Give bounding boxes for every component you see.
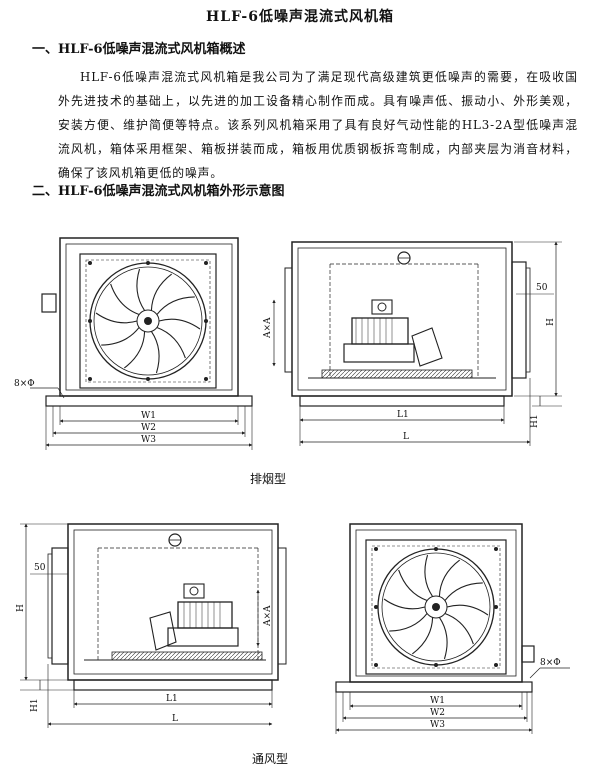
exhaust-bolt-label: 8×Φ xyxy=(14,379,35,389)
exhaust-w1-label: W1 xyxy=(141,411,156,421)
ventilation-50-label: 50 xyxy=(34,563,46,573)
exhaust-50-label: 50 xyxy=(536,283,548,293)
exhaust-l1-label: L1 xyxy=(397,410,409,420)
section-heading-diagrams: 二、HLF-6低噪声混流式风机箱外形示意图 xyxy=(32,184,285,199)
ventilation-h-label: H xyxy=(16,604,26,612)
ventilation-w2-label: W2 xyxy=(430,708,445,718)
exhaust-w2-label: W2 xyxy=(141,423,156,433)
ventilation-l1-label: L1 xyxy=(166,694,178,704)
ventilation-w3-label: W3 xyxy=(430,720,445,730)
exhaust-h1-label: H1 xyxy=(530,414,540,428)
exhaust-w3-label: W3 xyxy=(141,435,156,445)
ventilation-side-view: A×A 50 H H1 L1 L xyxy=(16,523,287,728)
ventilation-axa-label: A×A xyxy=(263,605,273,627)
overview-paragraph: HLF-6低噪声混流式风机箱是我公司为了满足现代高级建筑更低噪声的需要，在吸收国… xyxy=(58,70,578,180)
exhaust-l-label: L xyxy=(403,432,409,442)
ventilation-front-view: 8×Φ W1 W2 W3 xyxy=(335,523,570,734)
ventilation-w1-label: W1 xyxy=(430,696,445,706)
ventilation-type-caption: 通风型 xyxy=(252,752,289,766)
exhaust-h-label: H xyxy=(546,318,556,326)
exhaust-type-caption: 排烟型 xyxy=(250,472,287,486)
document-title: HLF-6低噪声混流式风机箱 xyxy=(206,9,394,25)
exhaust-axa-label: A×A xyxy=(263,317,273,339)
ventilation-bolt-label: 8×Φ xyxy=(540,658,561,668)
ventilation-l-label: L xyxy=(172,714,178,724)
exhaust-front-view: 8×Φ W1 W2 W3 xyxy=(14,237,253,450)
exhaust-side-view: A×A 50 H H1 L1 L xyxy=(263,241,562,446)
ventilation-h1-label: H1 xyxy=(30,698,40,712)
section-heading-overview: 一、HLF-6低噪声混流式风机箱概述 xyxy=(32,42,246,57)
